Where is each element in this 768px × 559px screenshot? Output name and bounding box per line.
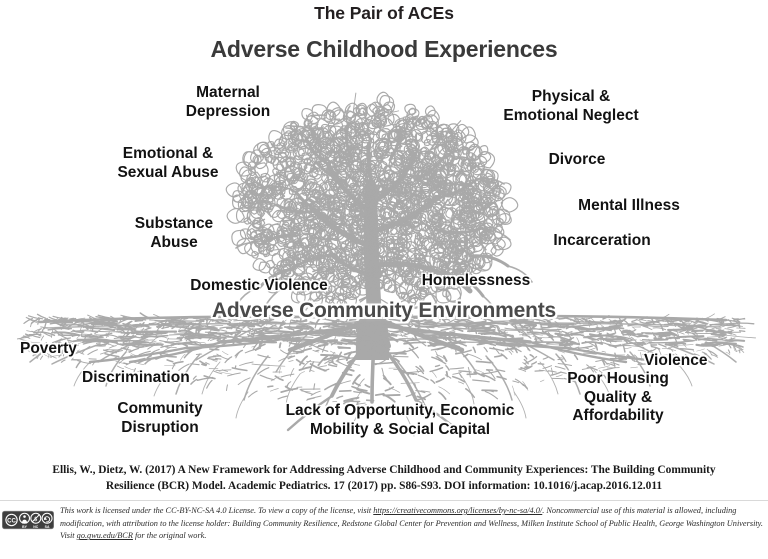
root-illustration <box>16 305 757 437</box>
label-divorce: Divorce <box>548 151 606 168</box>
label-mental-illness: Mental Illness <box>578 197 680 214</box>
page-title: The Pair of ACEs <box>314 3 454 23</box>
svg-text:BY: BY <box>22 525 27 529</box>
license-block: CC $ BY NC SA This work is licensed unde… <box>0 504 768 559</box>
label-physical-emotional-neglect: Physical &Emotional Neglect <box>503 88 639 124</box>
footer-divider <box>0 500 768 501</box>
svg-text:NC: NC <box>33 525 38 529</box>
citation-line-1: Ellis, W., Dietz, W. (2017) A New Framew… <box>52 464 716 476</box>
license-part-2: . Noncommercial use of this material is … <box>60 506 763 541</box>
citation-line-2: Resilience (BCR) Model. Academic Pediatr… <box>105 480 663 493</box>
label-incarceration: Incarceration <box>553 232 651 249</box>
label-domestic-violence: Domestic Violence <box>190 277 328 294</box>
license-part-1: This work is licensed under the CC-BY-NC… <box>60 506 374 515</box>
svg-text:$: $ <box>34 516 37 523</box>
label-discrimination: Discrimination <box>82 369 190 386</box>
creative-commons-badge-icon[interactable]: CC $ BY NC SA <box>2 510 54 530</box>
svg-text:CC: CC <box>7 519 16 525</box>
label-homelessness: Homelessness <box>421 272 531 289</box>
license-part-3: for the original work. <box>132 531 207 541</box>
svg-text:SA: SA <box>45 525 50 529</box>
license-text: This work is licensed under the CC-BY-NC… <box>60 505 766 543</box>
label-emotional-sexual-abuse: Emotional &Sexual Abuse <box>117 145 219 181</box>
license-link-creativecommons[interactable]: https://creativecommons.org/licenses/by-… <box>373 506 543 515</box>
label-poverty: Poverty <box>20 340 77 357</box>
label-violence: Violence <box>644 352 708 369</box>
adverse-community-environments-heading: Adverse Community Environments <box>211 299 557 322</box>
tree-illustration <box>225 91 533 360</box>
aces-heading: Adverse Childhood Experiences <box>210 36 558 62</box>
citation: Ellis, W., Dietz, W. (2017) A New Framew… <box>40 462 728 494</box>
license-link-bcr[interactable]: go.gwu.edu/BCR <box>76 531 133 541</box>
